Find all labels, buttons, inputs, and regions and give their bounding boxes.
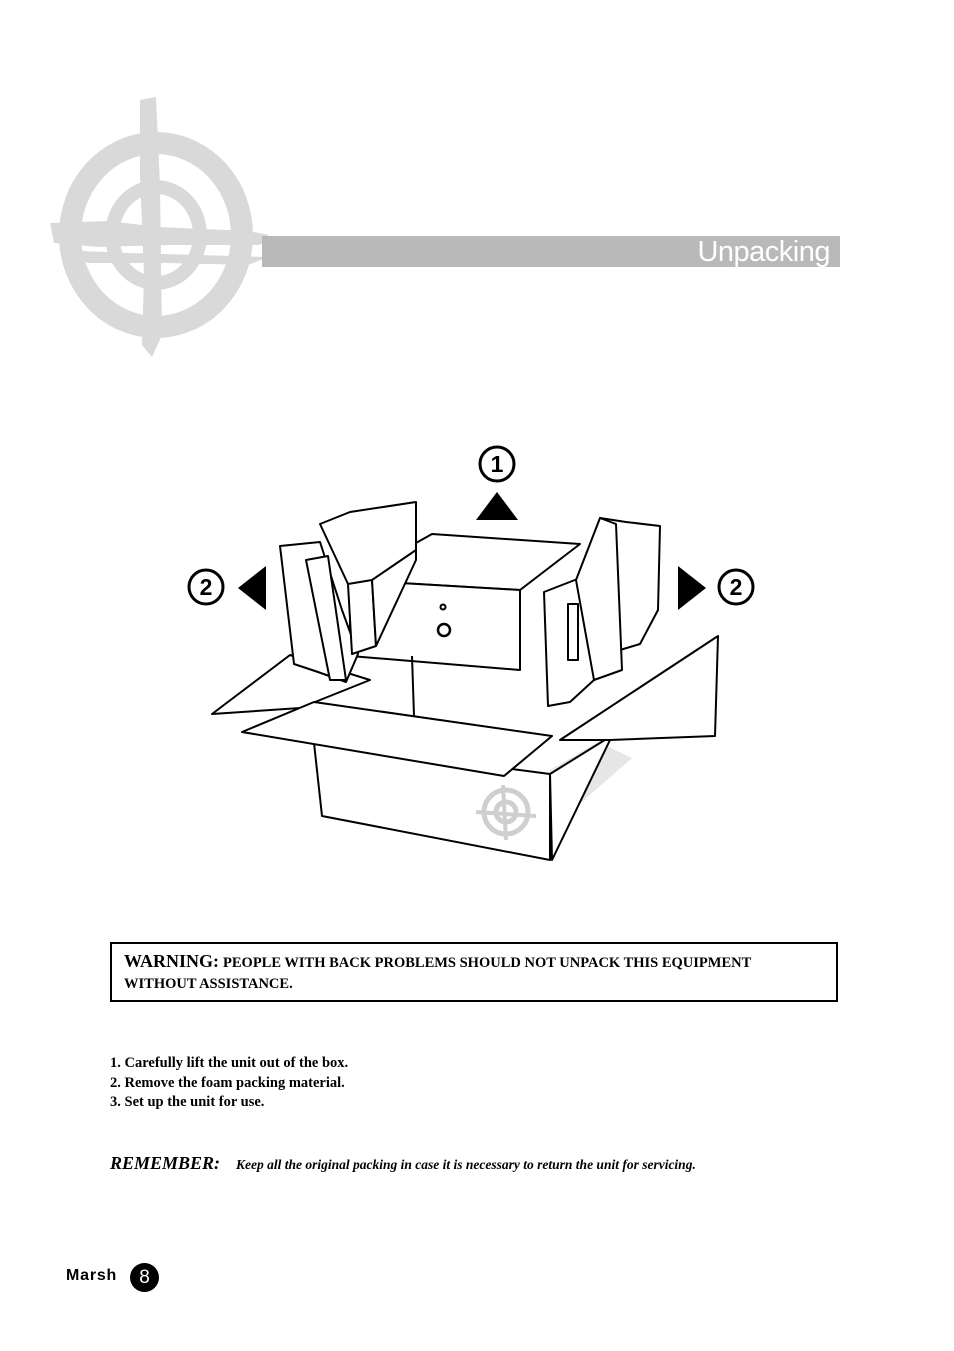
warning-text: PEOPLE WITH BACK PROBLEMS SHOULD NOT UNP… xyxy=(124,955,752,992)
footer-brand: Marsh xyxy=(66,1267,118,1284)
remember-note: REMEMBER: Keep all the original packing … xyxy=(110,1153,696,1174)
step-marker-remove-right: 2 xyxy=(717,568,755,606)
step-item: 1. Carefully lift the unit out of the bo… xyxy=(110,1055,349,1071)
arrow-right-icon xyxy=(678,566,706,610)
svg-text:2: 2 xyxy=(730,574,743,600)
step-marker-remove-left: 2 xyxy=(187,568,225,606)
svg-text:1: 1 xyxy=(491,451,504,477)
warning-label: WARNING: xyxy=(124,951,220,971)
arrow-left-icon xyxy=(238,566,266,610)
section-title-bar: Unpacking xyxy=(262,236,840,268)
arrow-up-icon xyxy=(476,492,518,520)
crosshair-logo-icon xyxy=(50,97,268,357)
remember-label: REMEMBER: xyxy=(110,1153,221,1173)
cardboard-box xyxy=(211,635,719,861)
remember-text: Keep all the original packing in case it… xyxy=(236,1157,696,1172)
page-title: Unpacking xyxy=(697,236,830,268)
step-item: 3. Set up the unit for use. xyxy=(110,1094,265,1110)
svg-text:2: 2 xyxy=(200,574,213,600)
box-logo-icon xyxy=(475,784,537,841)
unpacking-diagram: 1 2 2 xyxy=(187,445,755,861)
unpacking-steps: 1. Carefully lift the unit out of the bo… xyxy=(110,1054,348,1113)
page-number: 8 xyxy=(130,1263,159,1292)
foam-block-left xyxy=(279,501,417,683)
step-item: 2. Remove the foam packing material. xyxy=(110,1074,345,1091)
step-marker-lift: 1 xyxy=(478,445,516,483)
foam-block-right xyxy=(543,517,661,707)
warning-box: WARNING: PEOPLE WITH BACK PROBLEMS SHOUL… xyxy=(110,942,838,1002)
